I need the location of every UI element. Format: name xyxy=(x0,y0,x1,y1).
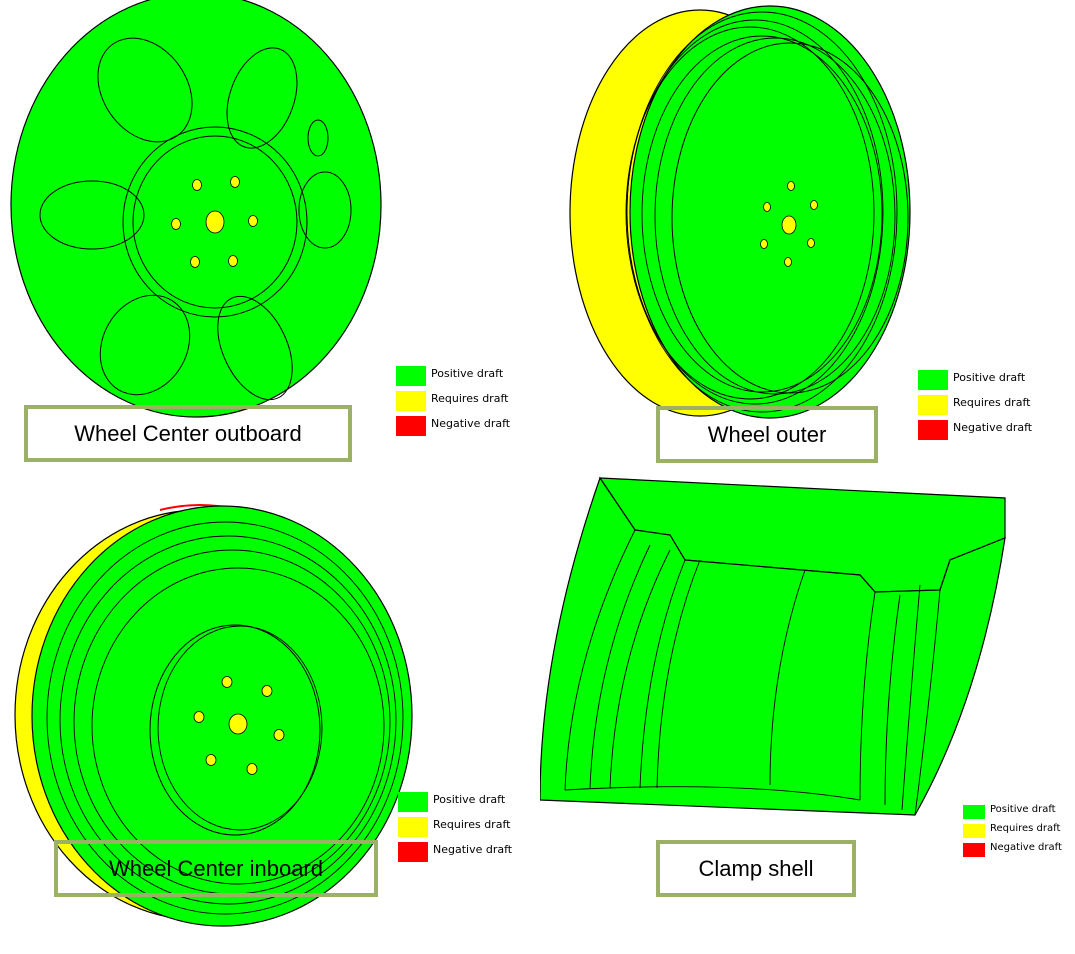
clamp-shell-view: Clamp shell Positive draft Requires draf… xyxy=(540,470,1075,954)
wheel-outer-drawing xyxy=(569,5,911,419)
legend-label-requires: Requires draft xyxy=(990,823,1061,834)
legend-label-negative: Negative draft xyxy=(953,421,1033,434)
swatch-positive xyxy=(398,792,428,812)
wheel-center-inboard-view: Wheel Center inboard Positive draft Requ… xyxy=(0,470,540,954)
swatch-requires xyxy=(398,817,428,837)
legend-label-negative: Negative draft xyxy=(433,843,513,856)
legend-label-negative: Negative draft xyxy=(990,842,1062,853)
swatch-positive xyxy=(963,805,985,819)
swatch-positive xyxy=(396,366,426,386)
legend-label-positive: Positive draft xyxy=(431,367,504,380)
swatch-negative xyxy=(398,842,428,862)
swatch-requires xyxy=(963,824,985,838)
clamp-shell-drawing xyxy=(540,476,1006,816)
legend-label-positive: Positive draft xyxy=(953,371,1026,384)
swatch-requires xyxy=(918,395,948,415)
caption-wheel-outer: Wheel outer xyxy=(656,406,878,463)
wheel-center-outboard-view: Wheel Center outboard Positive draft Req… xyxy=(0,0,540,470)
legend-label-requires: Requires draft xyxy=(431,392,509,405)
caption-wheel-center-outboard: Wheel Center outboard xyxy=(24,405,352,462)
caption-wheel-center-inboard: Wheel Center inboard xyxy=(54,840,378,897)
swatch-negative xyxy=(963,843,985,857)
swatch-requires xyxy=(396,391,426,411)
wheel-center-outboard-drawing xyxy=(10,0,382,418)
legend-label-positive: Positive draft xyxy=(433,793,506,806)
legend-label-negative: Negative draft xyxy=(431,417,511,430)
wheel-outer-view: Wheel outer Positive draft Requires draf… xyxy=(540,0,1075,470)
swatch-negative xyxy=(918,420,948,440)
caption-clamp-shell: Clamp shell xyxy=(656,840,856,897)
wheel-center-inboard-drawing xyxy=(14,504,413,927)
legend-label-positive: Positive draft xyxy=(990,804,1056,815)
legend-label-requires: Requires draft xyxy=(953,396,1031,409)
swatch-positive xyxy=(918,370,948,390)
legend-label-requires: Requires draft xyxy=(433,818,511,831)
swatch-negative xyxy=(396,416,426,436)
